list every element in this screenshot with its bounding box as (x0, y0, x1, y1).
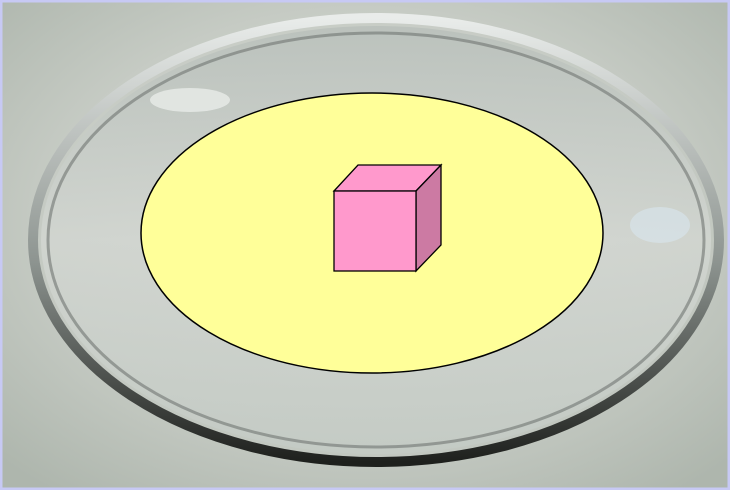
cube (334, 165, 441, 271)
cube-front-face (334, 191, 416, 271)
glass-highlight-right (630, 207, 690, 243)
glass-highlight (150, 88, 230, 112)
